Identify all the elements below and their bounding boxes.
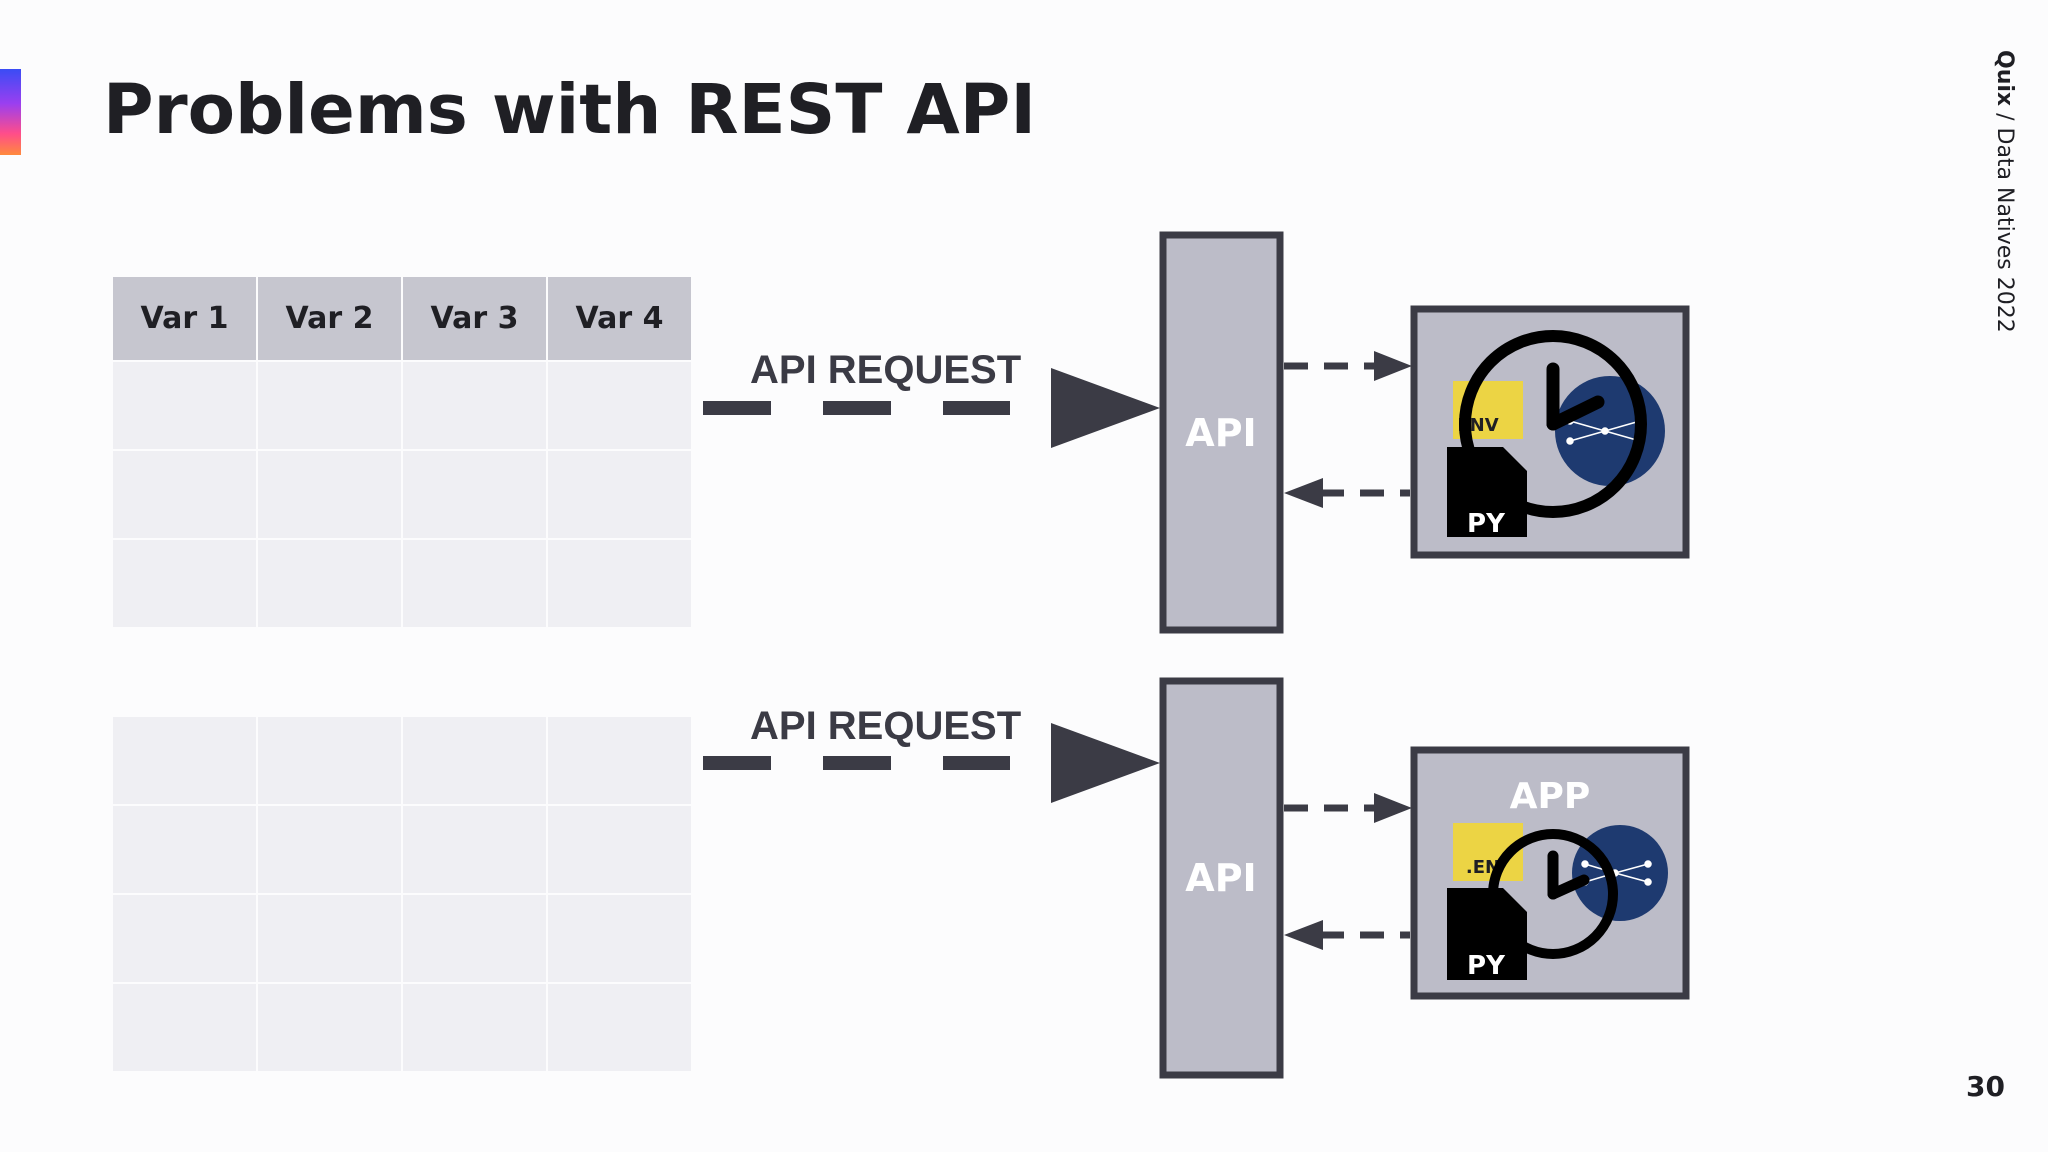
table-cell [258,717,401,804]
table-cell [113,451,256,538]
table-header-cell: Var 3 [403,277,546,360]
table-header-cell: Var 2 [258,277,401,360]
clock-icon [1488,829,1618,959]
table-cell [258,984,401,1071]
table-cell [548,806,691,893]
arrow-left-icon [1284,920,1323,950]
request-arrowhead [1051,368,1160,448]
table-cell [403,451,546,538]
table-cell [403,806,546,893]
neural-network-icon [1555,376,1665,486]
api-gateway-box [1159,231,1284,634]
table-cell [403,540,546,627]
app-label: APP [1510,776,1591,817]
table-cell [258,451,401,538]
arrow-right-icon [1374,351,1412,381]
api-box-label: API [1185,856,1256,900]
flow-top: API REQUEST API ENV PY [703,231,1690,634]
table-cell [113,806,256,893]
py-label: PY [1467,509,1506,539]
table-cell [403,895,546,982]
table-cell [258,540,401,627]
table-cell [113,717,256,804]
data-table-top: Var 1 Var 2 Var 3 Var 4 [113,277,691,627]
page-number: 30 [1966,1070,2005,1103]
request-arrowhead [1051,723,1160,803]
python-file-icon [1447,447,1527,537]
api-request-label: API REQUEST [750,704,1021,748]
data-table-bottom [113,717,691,1071]
table-cell [113,362,256,449]
python-file-icon [1447,888,1527,980]
table-cell [113,540,256,627]
slide-title: Problems with REST API [103,70,1037,150]
accent-bar [0,69,21,155]
table-cell [548,717,691,804]
table-cell [403,984,546,1071]
table-header-cell: Var 4 [548,277,691,360]
table-cell [548,895,691,982]
api-request-label: API REQUEST [750,348,1021,392]
table-cell [258,895,401,982]
arrow-right-icon [1374,793,1412,823]
table-cell [403,362,546,449]
api-box-label: API [1185,411,1256,455]
py-label: PY [1467,951,1506,981]
env-label: .EN [1466,857,1500,878]
table-header-cell: Var 1 [113,277,256,360]
table-cell [258,362,401,449]
table-cell [548,540,691,627]
arrow-left-icon [1284,478,1323,508]
api-gateway-box [1159,677,1284,1079]
table-cell [548,451,691,538]
table-cell [113,984,256,1071]
table-cell [548,362,691,449]
clock-icon [1459,330,1647,518]
table-cell [548,984,691,1071]
flow-bottom: API REQUEST API APP .EN PY [703,677,1690,1079]
table-cell [403,717,546,804]
table-cell [113,895,256,982]
table-cell [258,806,401,893]
